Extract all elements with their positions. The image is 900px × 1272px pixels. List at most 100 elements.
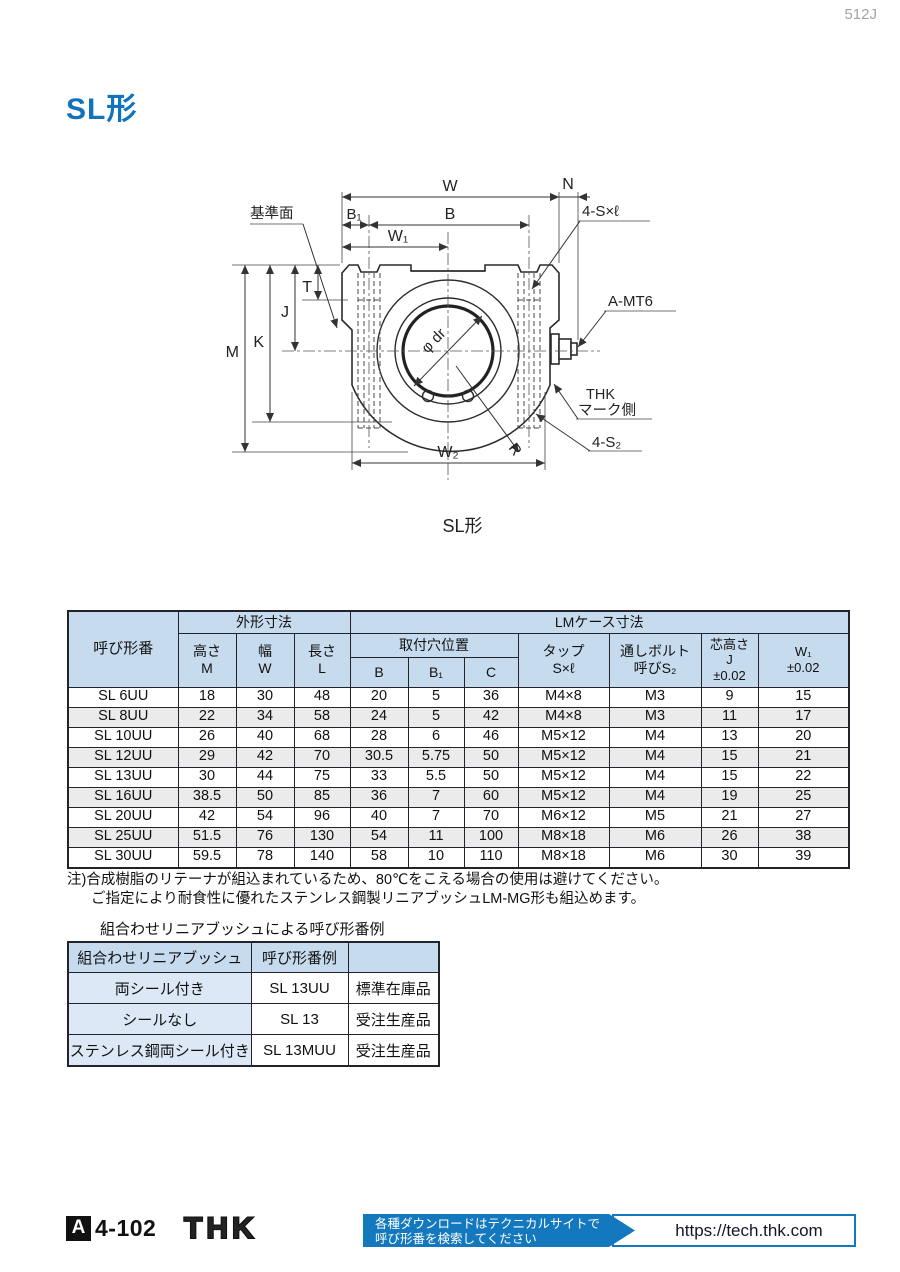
thk-logo: THK <box>183 1213 258 1243</box>
page-title: SL形 <box>66 93 138 126</box>
spec-value-cell: M4×8 <box>517 706 610 728</box>
combo-model-cell: SL 13UU <box>250 972 349 1004</box>
spec-value-cell: M4 <box>608 766 702 788</box>
spec-value-cell: 58 <box>349 846 409 868</box>
spec-value-cell: 27 <box>757 806 850 828</box>
spec-value-cell: M6×12 <box>517 806 610 828</box>
notes: 注)合成樹脂のリテーナが組込まれているため、80℃をこえる場合の使用は避けてくだ… <box>67 871 668 908</box>
spec-value-cell: 44 <box>235 766 295 788</box>
spec-value-cell: M5×12 <box>517 766 610 788</box>
spec-value-cell: 5.75 <box>407 746 465 768</box>
banner-line: 各種ダウンロードはテクニカルサイトで <box>375 1217 601 1231</box>
spec-value-cell: 9 <box>700 686 759 708</box>
spec-value-cell: M6 <box>608 846 702 868</box>
combo-header-availability <box>347 941 440 973</box>
spec-value-cell: 42 <box>235 746 295 768</box>
note-line: 注)合成樹脂のリテーナが組込まれているため、80℃をこえる場合の使用は避けてくだ… <box>67 872 669 888</box>
combo-category-cell: 両シール付き <box>67 972 252 1004</box>
note-line: ご指定により耐食性に優れたステンレス鋼製リニアブッシュLM-MG形も組込めます。 <box>91 890 646 907</box>
dim-label-w: W <box>442 178 458 195</box>
footer-page-number: 4-102 <box>95 1214 157 1241</box>
spec-value-cell: 15 <box>757 686 850 708</box>
s2-callout-label: 4-S₂ <box>592 434 621 451</box>
col-header-b1: B₁ <box>407 656 465 688</box>
thk-logo-text: THK <box>184 1213 258 1243</box>
combo-model-cell: SL 13 <box>250 1003 349 1035</box>
dim-label-k: K <box>253 334 264 351</box>
spec-value-cell: 42 <box>177 806 237 828</box>
spec-value-cell: 54 <box>235 806 295 828</box>
spec-value-cell: 20 <box>757 726 850 748</box>
spec-value-cell: M8×18 <box>517 826 610 848</box>
bolt-holes <box>357 273 541 429</box>
spec-value-cell: M4×8 <box>517 686 610 708</box>
spec-value-cell: M3 <box>608 706 702 728</box>
spec-value-cell: 50 <box>463 746 519 768</box>
spec-value-cell: 11 <box>700 706 759 728</box>
combo-category-cell: シールなし <box>67 1003 252 1035</box>
spec-value-cell: 76 <box>235 826 295 848</box>
spec-value-cell: 38 <box>757 826 850 848</box>
spec-value-cell: 22 <box>177 706 237 728</box>
nipple-callout-label: A-MT6 <box>608 293 653 310</box>
spec-value-cell: 13 <box>700 726 759 748</box>
spec-value-cell: 26 <box>700 826 759 848</box>
spec-value-cell: 78 <box>235 846 295 868</box>
housing-outline <box>341 264 560 453</box>
footer-folio: A 4-102 THK <box>66 1213 286 1243</box>
spec-value-cell: M6 <box>608 826 702 848</box>
combo-availability-cell: 受注生産品 <box>347 1034 440 1067</box>
spec-value-cell: 46 <box>463 726 519 748</box>
spec-value-cell: 39 <box>757 846 850 868</box>
tech-site-link[interactable]: https://tech.thk.com <box>612 1214 856 1247</box>
spec-value-cell: 5 <box>407 706 465 728</box>
spec-value-cell: 36 <box>463 686 519 708</box>
thk-mark-label-1: THK <box>586 387 615 403</box>
spec-value-cell: 22 <box>757 766 850 788</box>
combo-header-bush: 組合わせリニアブッシュ <box>67 941 252 973</box>
spec-value-cell: 75 <box>293 766 351 788</box>
section-tag-badge: A <box>66 1215 91 1241</box>
col-header-c: C <box>463 656 519 688</box>
model-number-cell: SL 30UU <box>67 846 179 868</box>
spec-value-cell: 40 <box>235 726 295 748</box>
spec-value-cell: 30.5 <box>349 746 409 768</box>
col-group-lm-case: LMケース寸法 <box>349 610 850 634</box>
spec-value-cell: 10 <box>407 846 465 868</box>
banner-line: 呼び形番を検索してください <box>375 1232 537 1247</box>
combo-table-title: 組合わせリニアブッシュによる呼び形番例 <box>100 921 385 938</box>
spec-value-cell: M5×12 <box>517 726 610 748</box>
spec-value-cell: 19 <box>700 786 759 808</box>
spec-value-cell: 40 <box>349 806 409 828</box>
spec-value-cell: 70 <box>293 746 351 768</box>
spec-value-cell: 38.5 <box>177 786 237 808</box>
spec-value-cell: M3 <box>608 686 702 708</box>
spec-value-cell: 11 <box>407 826 465 848</box>
dim-label-w2: W₂ <box>437 444 458 461</box>
dim-label-b: B <box>445 206 456 223</box>
spec-value-cell: 51.5 <box>177 826 237 848</box>
combo-model-cell: SL 13MUU <box>250 1034 349 1067</box>
spec-value-cell: 21 <box>757 746 850 768</box>
dim-label-m: M <box>226 344 239 361</box>
col-header-length: 長さ L <box>293 632 351 688</box>
spec-value-cell: 50 <box>235 786 295 808</box>
spec-value-cell: 50 <box>463 766 519 788</box>
dim-label-t: T <box>302 279 312 296</box>
spec-value-cell: 7 <box>407 786 465 808</box>
spec-value-cell: 21 <box>700 806 759 828</box>
col-header-height: 高さ M <box>177 632 237 688</box>
spec-value-cell: 54 <box>349 826 409 848</box>
